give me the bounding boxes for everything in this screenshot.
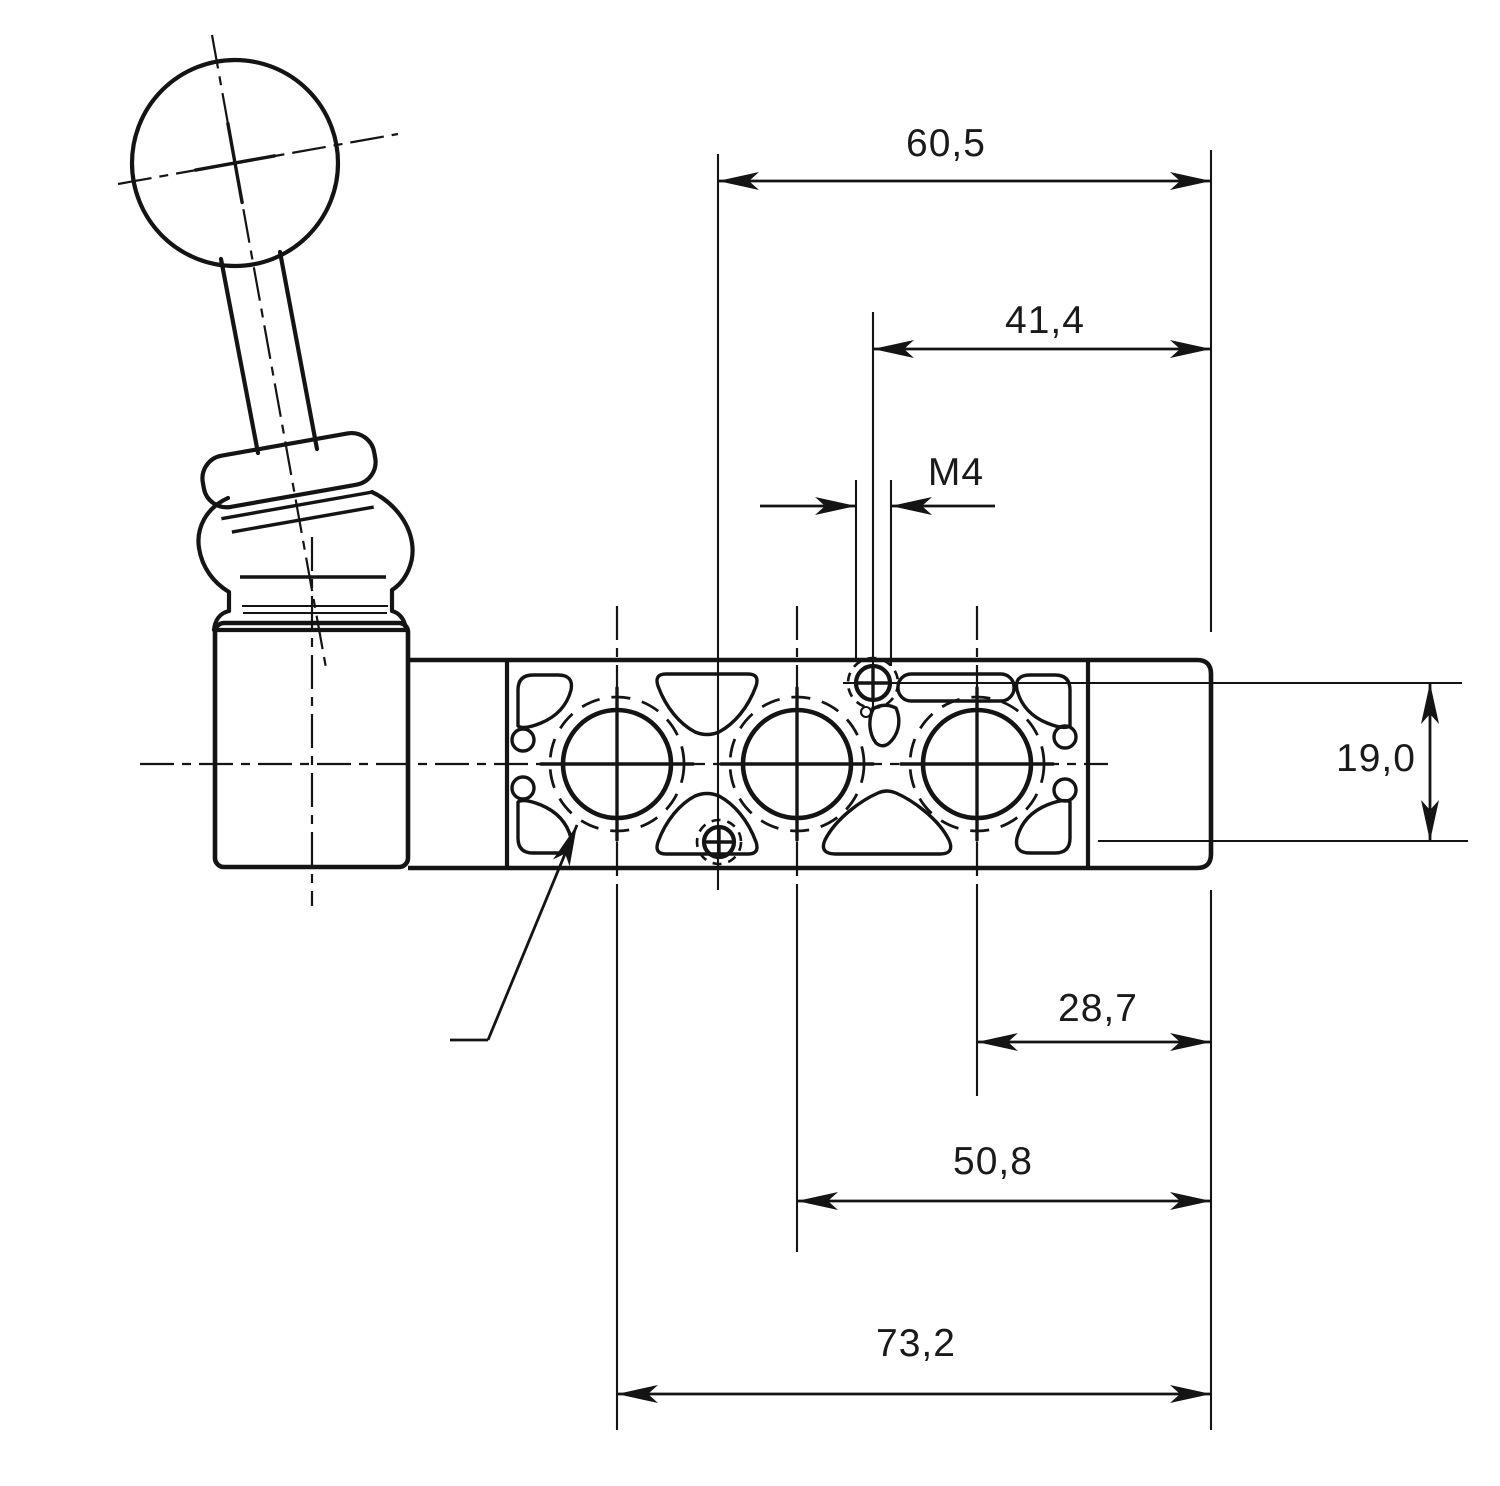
dim-19-0-label: 19,0 (1336, 737, 1416, 780)
upper-screw-pin (859, 705, 873, 719)
cutout-bottom-2-3 (821, 789, 953, 856)
boot-bead-fold-1 (221, 490, 374, 521)
boot-bead-collar (200, 431, 378, 510)
body-outline (408, 657, 1214, 871)
pilot-hole-top-right (1052, 724, 1078, 750)
boot-bead (200, 431, 378, 534)
slot-bottom-left (516, 798, 574, 855)
knob-center-cross-h (193, 154, 277, 172)
dimension-19-0: 19,0 (843, 681, 1468, 843)
ball-knob (129, 57, 341, 269)
lever-shaft-right-edge (277, 249, 320, 452)
slot-top-right (1014, 673, 1072, 730)
slot-bottom-right (1014, 798, 1072, 855)
boot-bellows (196, 489, 415, 633)
cutout-top-2-3-remnant (868, 703, 901, 748)
pilot-hole-top-left (510, 727, 536, 753)
dimension-28-7: 28,7 (975, 884, 1211, 1096)
dim-73-2-label: 73,2 (876, 1322, 956, 1365)
lever-assembly (129, 57, 415, 870)
pilot-hole-bottom-left (510, 775, 536, 801)
lever-shaft-left-edge (218, 256, 261, 456)
slot-top-left (516, 673, 574, 730)
leader-arrow (486, 824, 579, 1041)
pilot-hole-bottom-right (1052, 777, 1078, 803)
dim-60-5-label: 60,5 (906, 122, 986, 165)
cutout-top-bar-2-3 (896, 672, 1016, 703)
dimension-50-8: 50,8 (795, 884, 1211, 1252)
port-2 (719, 686, 875, 842)
cutout-top-1-2 (655, 672, 759, 737)
boot-bead-fold-2 (231, 505, 374, 534)
web-cutouts (655, 672, 1016, 856)
dimension-73-2: 73,2 (615, 884, 1213, 1430)
mounting-slots (510, 673, 1078, 855)
port-1 (539, 686, 695, 842)
dim-m4-label: M4 (928, 451, 984, 494)
cutout-bottom-1-2 (655, 791, 759, 856)
dimension-41-4: 41,4 (871, 299, 1211, 712)
dimension-m4: M4 (760, 451, 995, 666)
leader-callout (450, 824, 579, 1042)
dim-28-7-label: 28,7 (1058, 987, 1138, 1030)
lever-base-block (212, 620, 411, 870)
dim-41-4-label: 41,4 (1005, 299, 1085, 342)
dim-50-8-label: 50,8 (953, 1140, 1033, 1183)
port-3 (899, 686, 1055, 842)
dimension-60-5: 60,5 (716, 122, 1213, 890)
